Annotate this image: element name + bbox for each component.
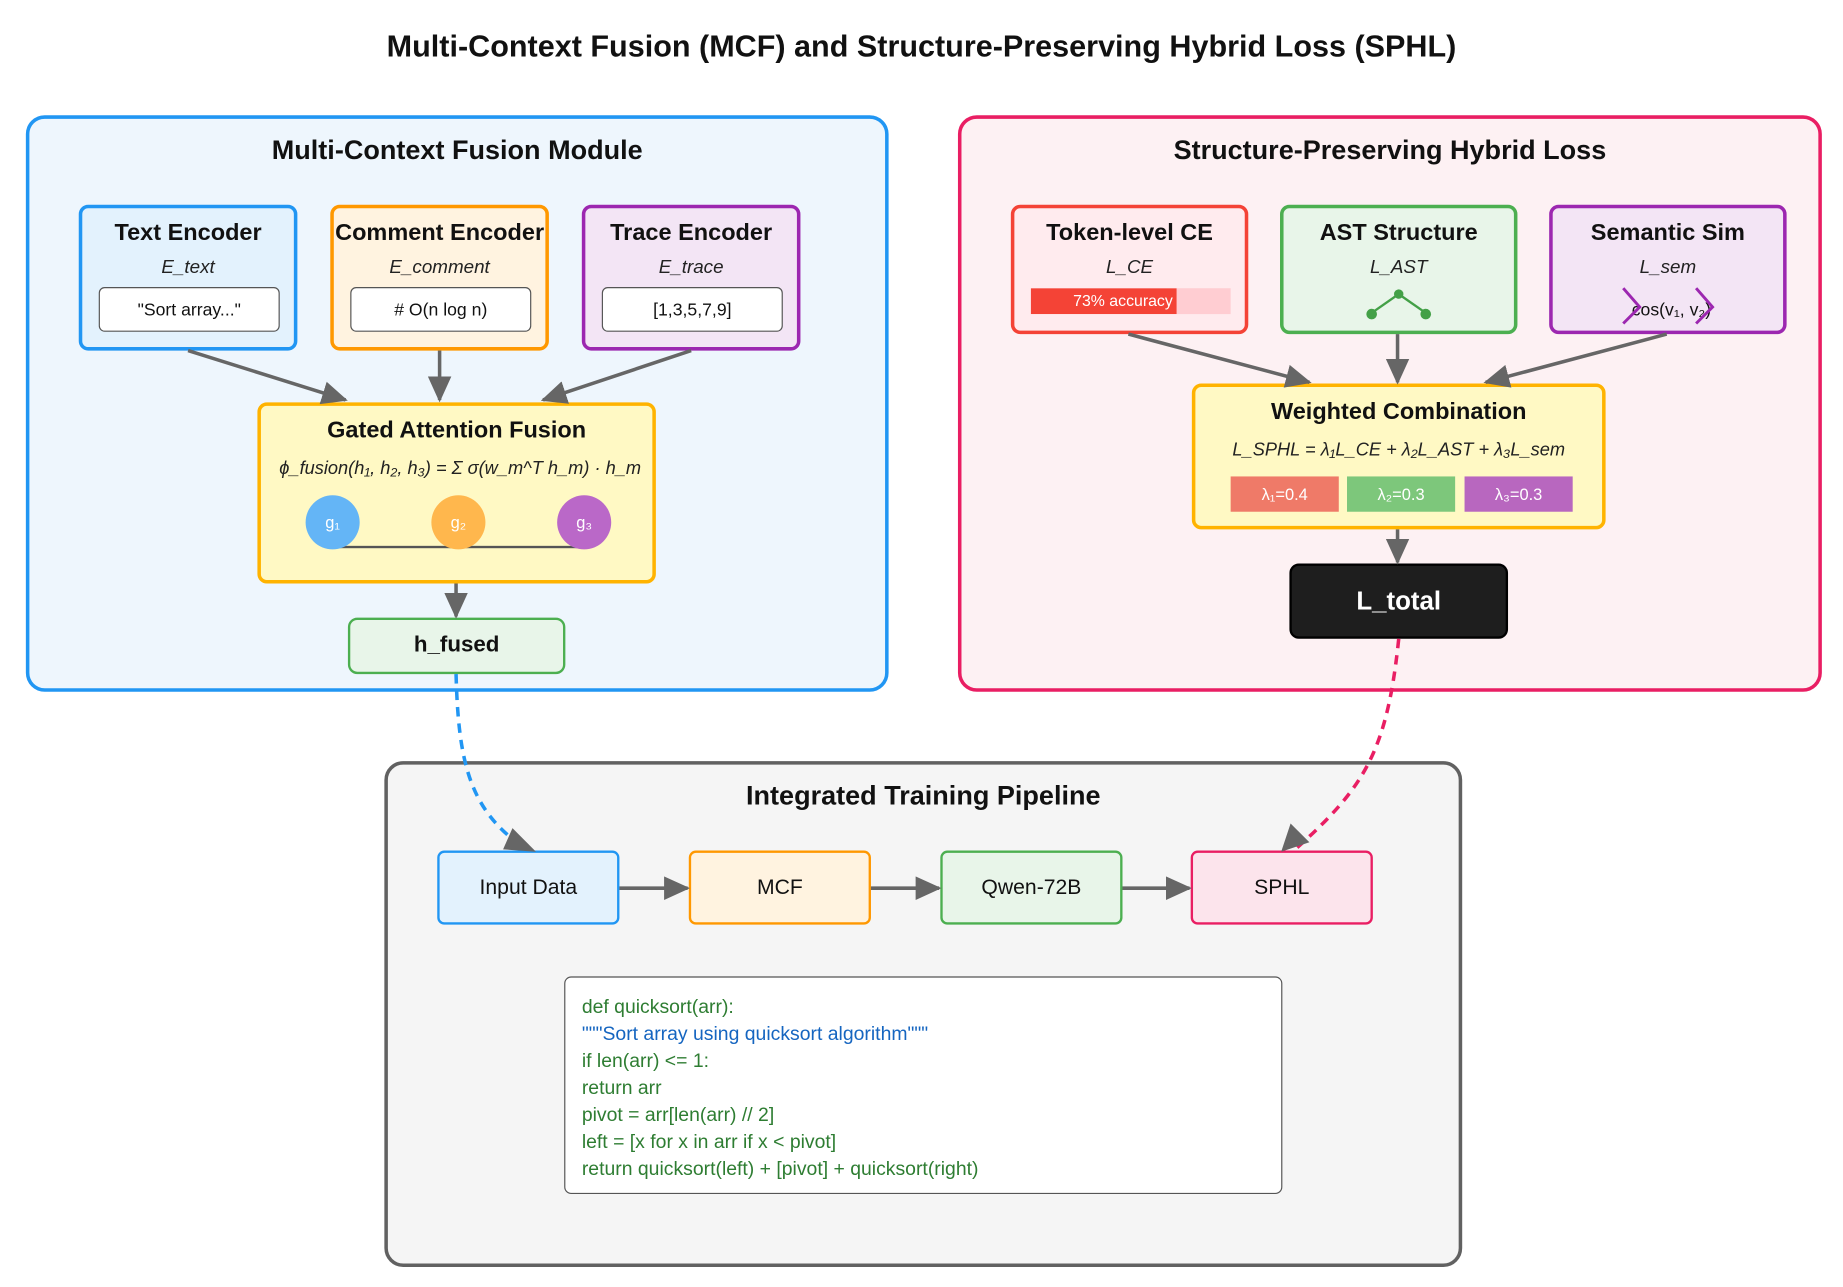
code-line-1: def quicksort(arr): — [581, 996, 734, 1018]
code-line-6: left = [x for x in arr if x < pivot] — [581, 1131, 837, 1153]
semantic-sim-card: Semantic Sim L_sem cos(v₁, v₂) — [1549, 204, 1787, 335]
ast-title: AST Structure — [1319, 219, 1478, 246]
weighted-combination-title: Weighted Combination — [1270, 398, 1527, 425]
lambda-2-weight: λ₂=0.3 — [1347, 476, 1456, 512]
accuracy-bar-fill — [1030, 288, 1177, 315]
trace-encoder-card: Trace Encoder E_trace [1,3,5,7,9] — [581, 204, 801, 351]
lambda-3-weight: λ₃=0.3 — [1464, 476, 1573, 512]
l-total-node: L_total — [1289, 563, 1509, 639]
code-line-3: if len(arr) <= 1: — [581, 1050, 710, 1072]
code-snippet-box: def quicksort(arr): """Sort array using … — [564, 976, 1283, 1195]
diagram-title: Multi-Context Fusion (MCF) and Structure… — [386, 28, 1457, 64]
trace-encoder-example: [1,3,5,7,9] — [601, 287, 783, 332]
sphl-formula: L_SPHL = λ₁L_CE + λ₂L_AST + λ₃L_sem — [1232, 439, 1566, 460]
trace-encoder-title: Trace Encoder — [610, 219, 773, 246]
pipeline-step-mcf: MCF — [688, 850, 871, 925]
pipeline-step-qwen: Qwen-72B — [940, 850, 1123, 925]
fusion-formula: ϕ_fusion(h₁, h₂, h₃) = Σ σ(w_m^T h_m) · … — [279, 458, 642, 479]
mcf-panel-title: Multi-Context Fusion Module — [271, 134, 643, 165]
comment-encoder-example: # O(n log n) — [350, 287, 532, 332]
loss-to-combination-arrows — [1127, 332, 1668, 565]
sphl-panel-title: Structure-Preserving Hybrid Loss — [1173, 134, 1607, 165]
comment-encoder-card: Comment Encoder E_comment # O(n log n) — [330, 204, 549, 351]
text-encoder-example: "Sort array..." — [98, 287, 280, 332]
cosine-formula: cos(v₁, v₂) — [1631, 299, 1712, 320]
trace-encoder-symbol: E_trace — [658, 257, 724, 278]
code-line-5: pivot = arr[len(arr) // 2] — [581, 1104, 775, 1126]
h-fused-node: h_fused — [347, 617, 566, 675]
ast-symbol: L_AST — [1369, 257, 1428, 278]
gate-2-node: g₂ — [431, 495, 486, 550]
gate-1-node: g₁ — [305, 495, 360, 550]
code-line-7: return quicksort(left) + [pivot] + quick… — [581, 1158, 979, 1180]
h-fused-to-input-dashed — [454, 674, 528, 851]
gated-attention-fusion-card: Gated Attention Fusion ϕ_fusion(h₁, h₂, … — [257, 402, 656, 584]
weighted-combination-card: Weighted Combination L_SPHL = λ₁L_CE + λ… — [1191, 383, 1606, 530]
code-line-4: return arr — [581, 1077, 662, 1099]
accuracy-bar-label: 73% accuracy — [1073, 291, 1173, 310]
ast-structure-card: AST Structure L_AST — [1280, 204, 1518, 335]
pipeline-step-sphl: SPHL — [1190, 850, 1373, 925]
comment-encoder-title: Comment Encoder — [335, 219, 545, 246]
text-encoder-symbol: E_text — [161, 257, 215, 278]
l-total-to-sphl-dashed — [1294, 638, 1401, 851]
pipeline-panel-title: Integrated Training Pipeline — [746, 779, 1101, 811]
semantic-sim-title: Semantic Sim — [1590, 219, 1745, 246]
accuracy-bar-track: 73% accuracy — [1030, 288, 1231, 315]
token-ce-card: Token-level CE L_CE 73% accuracy — [1010, 204, 1249, 335]
token-ce-title: Token-level CE — [1046, 219, 1213, 246]
vector-arrows-icon — [1622, 287, 1715, 325]
token-ce-symbol: L_CE — [1106, 257, 1154, 278]
comment-encoder-symbol: E_comment — [389, 257, 490, 278]
lambda-1-weight: λ₁=0.4 — [1230, 476, 1339, 512]
fusion-title: Gated Attention Fusion — [327, 417, 587, 444]
code-line-2: """Sort array using quicksort algorithm"… — [581, 1023, 929, 1045]
text-encoder-title: Text Encoder — [114, 219, 262, 246]
pipeline-step-input-data: Input Data — [437, 850, 620, 925]
ast-tree-icon — [1366, 289, 1432, 320]
encoder-to-fusion-arrows — [187, 348, 692, 619]
semantic-sim-symbol: L_sem — [1639, 257, 1697, 278]
text-encoder-card: Text Encoder E_text "Sort array..." — [78, 204, 298, 351]
gate-3-node: g₃ — [557, 495, 612, 550]
